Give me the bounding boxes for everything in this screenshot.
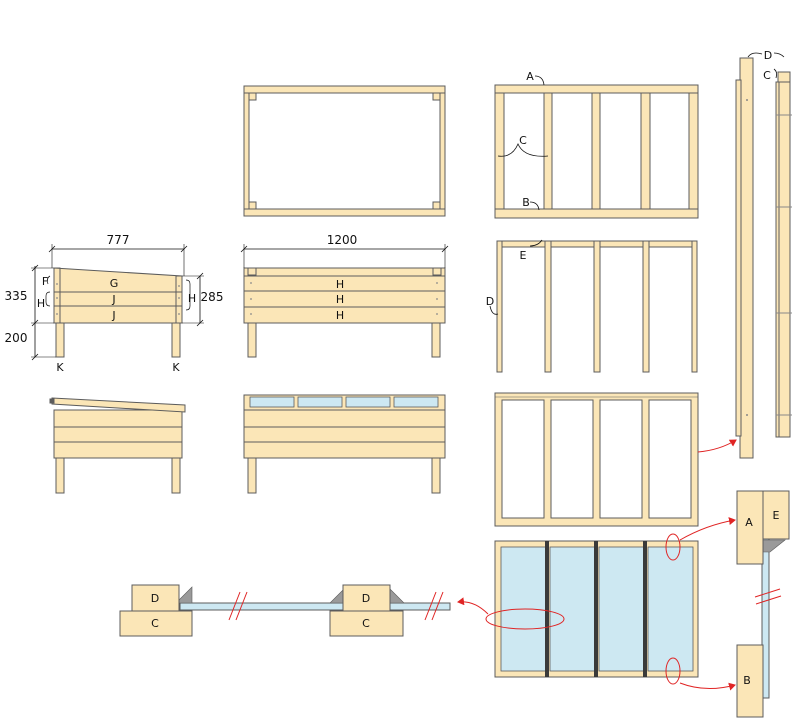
dim-front-width: 1200 — [327, 233, 358, 247]
front-view-dimensioned: 1200 H H H — [240, 233, 449, 358]
edge-view-pins — [746, 99, 748, 416]
dim-total-height: 335 — [5, 289, 28, 303]
edge-view — [735, 57, 791, 459]
label-d: D — [486, 295, 494, 308]
detail-label-b: B — [743, 674, 751, 687]
detail-joint — [736, 490, 790, 718]
frame-abc-callouts — [497, 75, 549, 211]
dim-leg-height: 200 — [5, 331, 28, 345]
section-label-c1: C — [151, 617, 159, 630]
detail-label-a: A — [745, 516, 753, 529]
front-view-with-lid — [243, 394, 446, 494]
frame-de — [496, 240, 698, 373]
label-h-1: H — [336, 278, 344, 291]
side-view-dimensioned: 777 335 200 285 F G H H J J K K — [5, 233, 224, 374]
label-h-right: H — [188, 292, 196, 305]
section-label-c2: C — [362, 617, 370, 630]
section-label-d1: D — [151, 592, 159, 605]
frame-de-callouts — [489, 239, 543, 315]
section-view — [119, 584, 451, 637]
label-g: G — [110, 277, 119, 290]
label-h-left: H — [37, 297, 45, 310]
label-k-right: K — [172, 361, 180, 374]
section-label-d2: D — [362, 592, 370, 605]
frame-abc — [494, 84, 699, 219]
label-j-top: J — [111, 293, 115, 306]
dim-side-width: 777 — [107, 233, 130, 247]
label-e: E — [520, 249, 527, 262]
frame-panels — [494, 392, 699, 527]
label-a: A — [526, 70, 534, 83]
label-h-2: H — [336, 293, 344, 306]
edge-label-c: C — [763, 69, 771, 82]
side-view-with-lid — [49, 397, 186, 494]
edge-label-d: D — [764, 49, 772, 62]
edge-view-callouts — [747, 52, 785, 79]
label-j-bottom: J — [111, 309, 115, 322]
dim-panel-height: 285 — [201, 290, 224, 304]
label-b: B — [522, 196, 530, 209]
detail-label-e: E — [773, 509, 780, 522]
label-k-left: K — [56, 361, 64, 374]
top-view-frame — [243, 85, 446, 217]
edge-view-ticks — [776, 114, 792, 416]
label-c: C — [519, 134, 527, 147]
red-callouts — [457, 439, 737, 691]
label-h-3: H — [336, 309, 344, 322]
label-f: F — [42, 275, 48, 288]
